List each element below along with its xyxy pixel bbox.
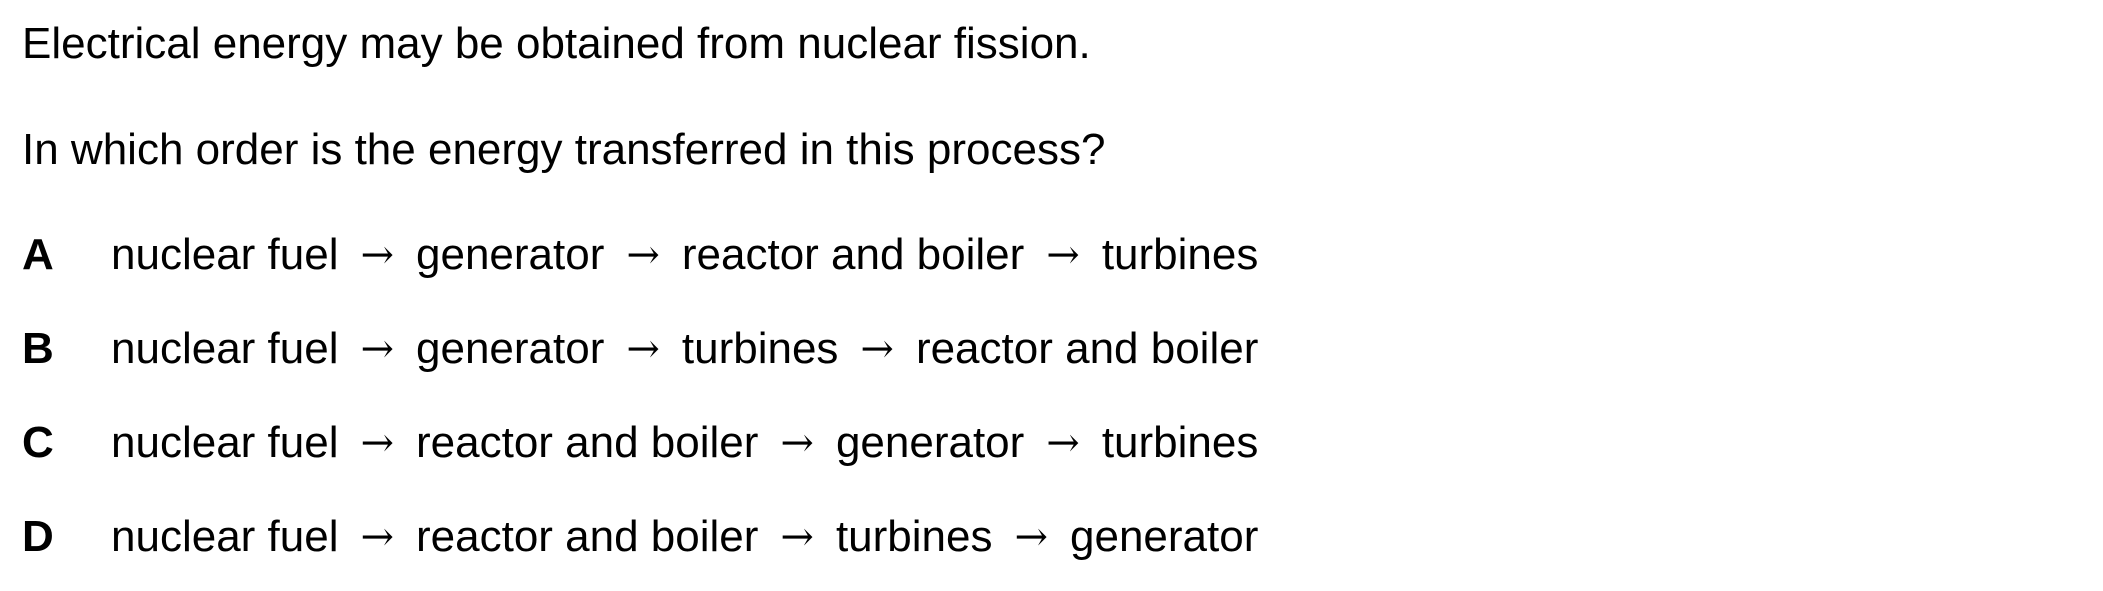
step: nuclear fuel (111, 418, 339, 467)
step: nuclear fuel (111, 230, 339, 279)
arrow-icon: → (360, 232, 394, 278)
arrow-icon: → (360, 326, 394, 372)
arrow-icon: → (860, 326, 894, 372)
arrow-icon: → (1014, 514, 1048, 560)
option-letter: B (22, 324, 54, 373)
step: generator (835, 418, 1025, 467)
step: reactor and boiler (681, 230, 1025, 279)
arrow-icon: → (780, 514, 814, 560)
step: nuclear fuel (111, 324, 339, 373)
step: reactor and boiler (915, 324, 1259, 373)
arrow-icon: → (360, 514, 394, 560)
arrow-icon: → (626, 326, 660, 372)
question-prompt: In which order is the energy transferred… (22, 125, 1106, 174)
step: generator (416, 324, 605, 373)
option-steps: nuclear fuel → generator → turbines → re… (111, 324, 1259, 373)
arrow-icon: → (1046, 232, 1080, 278)
step: reactor and boiler (416, 512, 759, 561)
step: generator (1070, 512, 1259, 561)
option-letter: C (22, 418, 54, 467)
option-steps: nuclear fuel → reactor and boiler → gene… (111, 418, 1259, 467)
step: nuclear fuel (111, 512, 339, 561)
option-steps: nuclear fuel → reactor and boiler → turb… (111, 512, 1259, 561)
option-letter: A (22, 230, 54, 279)
arrow-icon: → (780, 420, 814, 466)
arrow-icon: → (360, 420, 394, 466)
step: generator (416, 230, 605, 279)
step: turbines (1101, 230, 1259, 279)
step: reactor and boiler (416, 418, 759, 467)
arrow-icon: → (626, 232, 660, 278)
step: turbines (681, 324, 839, 373)
step: turbines (835, 512, 993, 561)
option-steps: nuclear fuel → generator → reactor and b… (111, 230, 1259, 279)
question-stem: Electrical energy may be obtained from n… (22, 19, 1091, 68)
arrow-icon: → (1046, 420, 1080, 466)
step: turbines (1101, 418, 1259, 467)
option-letter: D (22, 512, 54, 561)
